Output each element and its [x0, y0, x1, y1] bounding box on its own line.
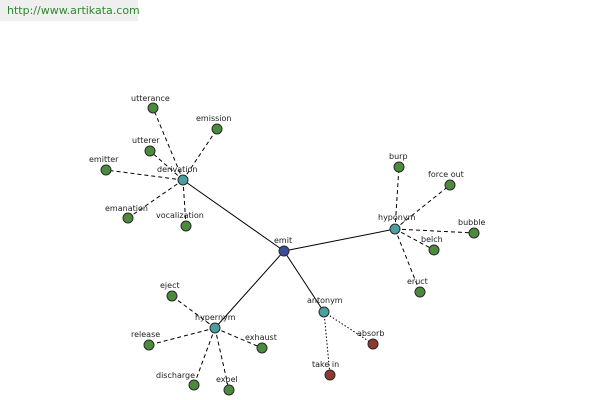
edge-hyponym-burp: [394, 166, 400, 230]
edge-emit-antonym: [283, 250, 325, 313]
graph-edges: [105, 107, 475, 391]
relation-label-hyponym[interactable]: hyponym: [378, 213, 416, 222]
edge-hypernym-discharge: [193, 327, 216, 386]
edge-hypernym-exhaust: [214, 327, 263, 349]
word-node-release[interactable]: [143, 339, 155, 351]
word-node-absorb[interactable]: [367, 338, 379, 350]
site-url-link[interactable]: http://www.artikata.com: [7, 4, 140, 17]
word-label-emission[interactable]: emission: [196, 114, 231, 123]
word-label-utterer[interactable]: utterer: [132, 136, 160, 145]
word-node-utterer[interactable]: [144, 145, 156, 157]
word-label-utterance[interactable]: utterance: [131, 94, 170, 103]
word-label-absorb[interactable]: absorb: [357, 329, 384, 338]
edge-hyponym-belch: [394, 228, 435, 251]
word-node-discharge[interactable]: [188, 379, 200, 391]
word-label-expel[interactable]: expel: [216, 375, 238, 384]
edge-hyponym-eruct: [394, 228, 421, 293]
edge-hypernym-eject: [171, 295, 216, 329]
word-label-emanation[interactable]: emanation: [105, 204, 148, 213]
relation-node-hypernym[interactable]: [209, 322, 221, 334]
word-label-belch[interactable]: belch: [421, 235, 443, 244]
relation-label-antonym[interactable]: antonym: [307, 296, 343, 305]
word-label-emitter[interactable]: emitter: [89, 155, 119, 164]
edge-derivation-vocalization: [182, 179, 187, 227]
word-node-exhaust[interactable]: [256, 342, 268, 354]
relation-label-hypernym[interactable]: hypernym: [195, 313, 236, 322]
relation-node-hyponym[interactable]: [389, 223, 401, 235]
edge-derivation-emitter: [105, 169, 184, 181]
word-label-exhaust[interactable]: exhaust: [245, 333, 277, 342]
word-label-eruct[interactable]: eruct: [407, 277, 428, 286]
word-node-vocalization[interactable]: [180, 220, 192, 232]
edge-emit-hyponym: [283, 228, 396, 252]
word-node-eruct[interactable]: [414, 286, 426, 298]
edge-hyponym-force-out: [394, 184, 451, 230]
word-node-expel[interactable]: [223, 384, 235, 396]
word-node-bubble[interactable]: [468, 227, 480, 239]
edge-emit-hypernym: [214, 250, 285, 329]
word-label-take-in[interactable]: take in: [312, 360, 339, 369]
edge-antonym-absorb: [323, 311, 374, 345]
word-label-discharge[interactable]: discharge: [156, 371, 195, 380]
word-label-force-out[interactable]: force out: [428, 170, 464, 179]
edge-hypernym-release: [148, 327, 216, 346]
word-node-emitter[interactable]: [100, 164, 112, 176]
center-node[interactable]: [278, 245, 290, 257]
word-label-release[interactable]: release: [131, 330, 160, 339]
word-label-burp[interactable]: burp: [389, 152, 408, 161]
center-label[interactable]: emit: [274, 236, 292, 245]
relation-node-antonym[interactable]: [318, 306, 330, 318]
relation-node-derivation[interactable]: [177, 174, 189, 186]
edge-emit-derivation: [182, 179, 285, 252]
word-label-vocalization[interactable]: vocalization: [156, 211, 204, 220]
word-node-eject[interactable]: [166, 290, 178, 302]
edge-hypernym-expel: [214, 327, 230, 391]
word-node-belch[interactable]: [428, 244, 440, 256]
word-node-force-out[interactable]: [444, 179, 456, 191]
edge-derivation-utterer: [149, 150, 184, 181]
word-node-emanation[interactable]: [122, 212, 134, 224]
graph-nodes: emit derivation utterance emission utterer em…: [89, 94, 486, 396]
edge-hyponym-bubble: [394, 228, 475, 234]
word-node-take-in[interactable]: [324, 369, 336, 381]
edge-derivation-emission: [182, 128, 218, 181]
word-node-utterance[interactable]: [147, 102, 159, 114]
word-label-bubble[interactable]: bubble: [458, 218, 486, 227]
word-label-eject[interactable]: eject: [160, 281, 180, 290]
edge-antonym-take-in: [323, 311, 331, 376]
word-node-burp[interactable]: [393, 161, 405, 173]
edge-derivation-utterance: [152, 107, 184, 181]
url-bar: http://www.artikata.com: [0, 0, 140, 21]
word-node-emission[interactable]: [211, 123, 223, 135]
relation-label-derivation[interactable]: derivation: [157, 165, 197, 174]
